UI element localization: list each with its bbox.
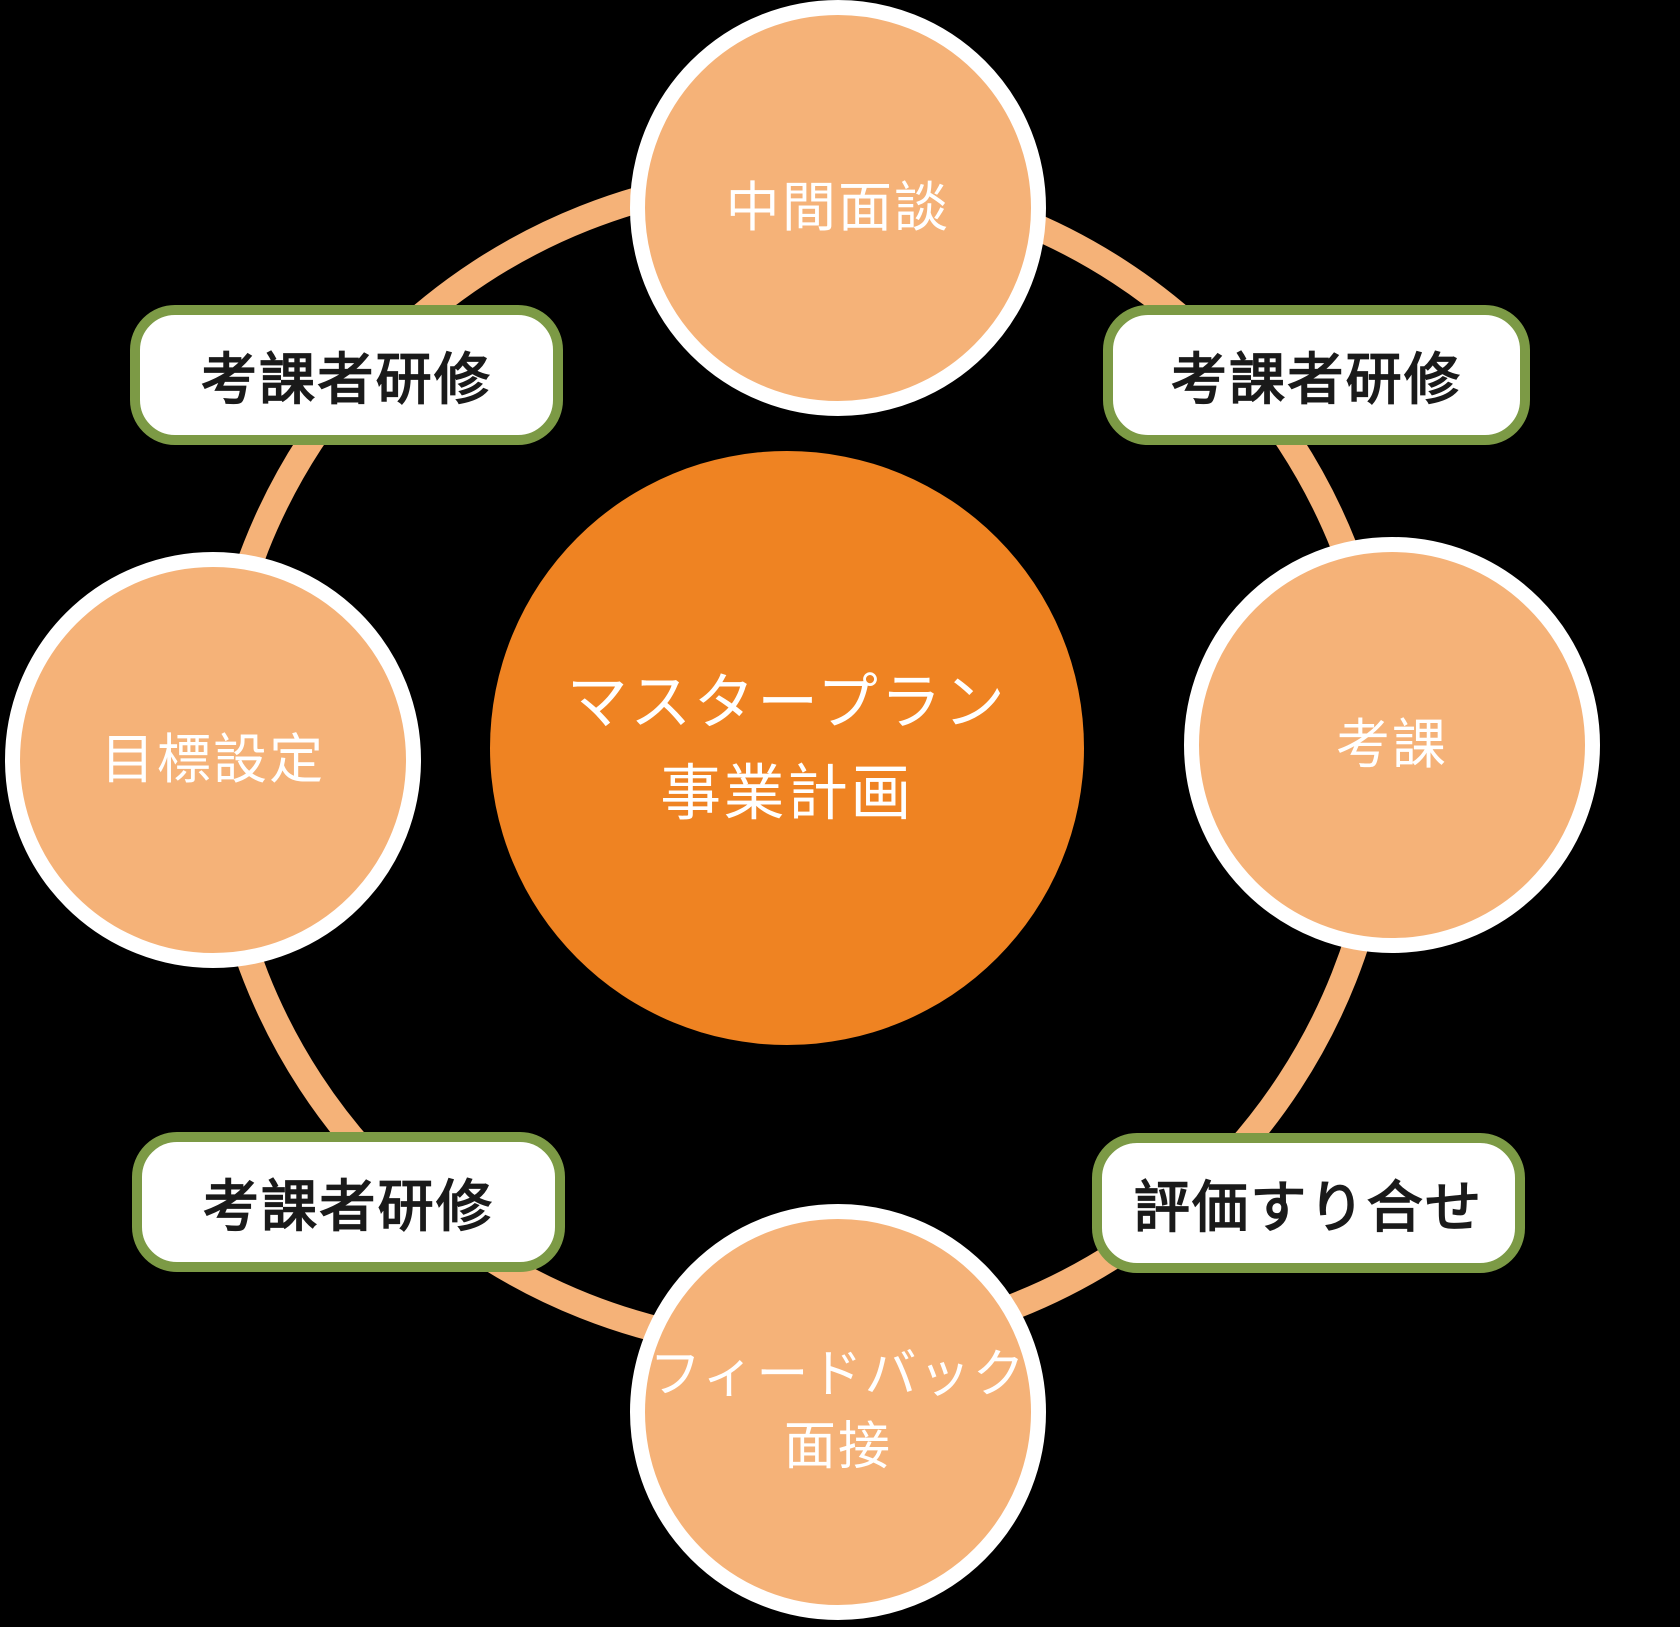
satellite-label: 考課	[1335, 712, 1449, 776]
center-label-line2: 事業計画	[660, 758, 914, 829]
center-circle-master-plan: マスタープラン 事業計画	[490, 451, 1084, 1045]
pill-evaluation-alignment-bottom-right: 評価すり合せ	[1092, 1133, 1525, 1273]
satellite-label: 目標設定	[100, 727, 326, 791]
pill-label: 考課者研修	[1170, 347, 1463, 413]
pill-evaluator-training-top-right: 考課者研修	[1103, 305, 1530, 445]
satellite-label: 中間面談	[725, 175, 951, 239]
center-label-line1: マスタープラン	[566, 666, 1008, 738]
pill-label: 評価すり合せ	[1133, 1175, 1484, 1241]
satellite-circle-feedback-interview: フィードバック 面接	[630, 1204, 1046, 1620]
pill-evaluator-training-top-left: 考課者研修	[130, 305, 563, 445]
satellite-circle-goal-setting: 目標設定	[5, 552, 421, 968]
satellite-label-line1: フィードバック	[649, 1345, 1027, 1406]
satellite-circle-evaluation: 考課	[1184, 537, 1600, 953]
pill-label: 考課者研修	[200, 347, 493, 413]
pill-label: 考課者研修	[202, 1174, 495, 1240]
satellite-circle-midterm-interview: 中間面談	[630, 0, 1046, 416]
satellite-label-line2: 面接	[783, 1417, 893, 1477]
pill-evaluator-training-bottom-left: 考課者研修	[132, 1132, 565, 1272]
